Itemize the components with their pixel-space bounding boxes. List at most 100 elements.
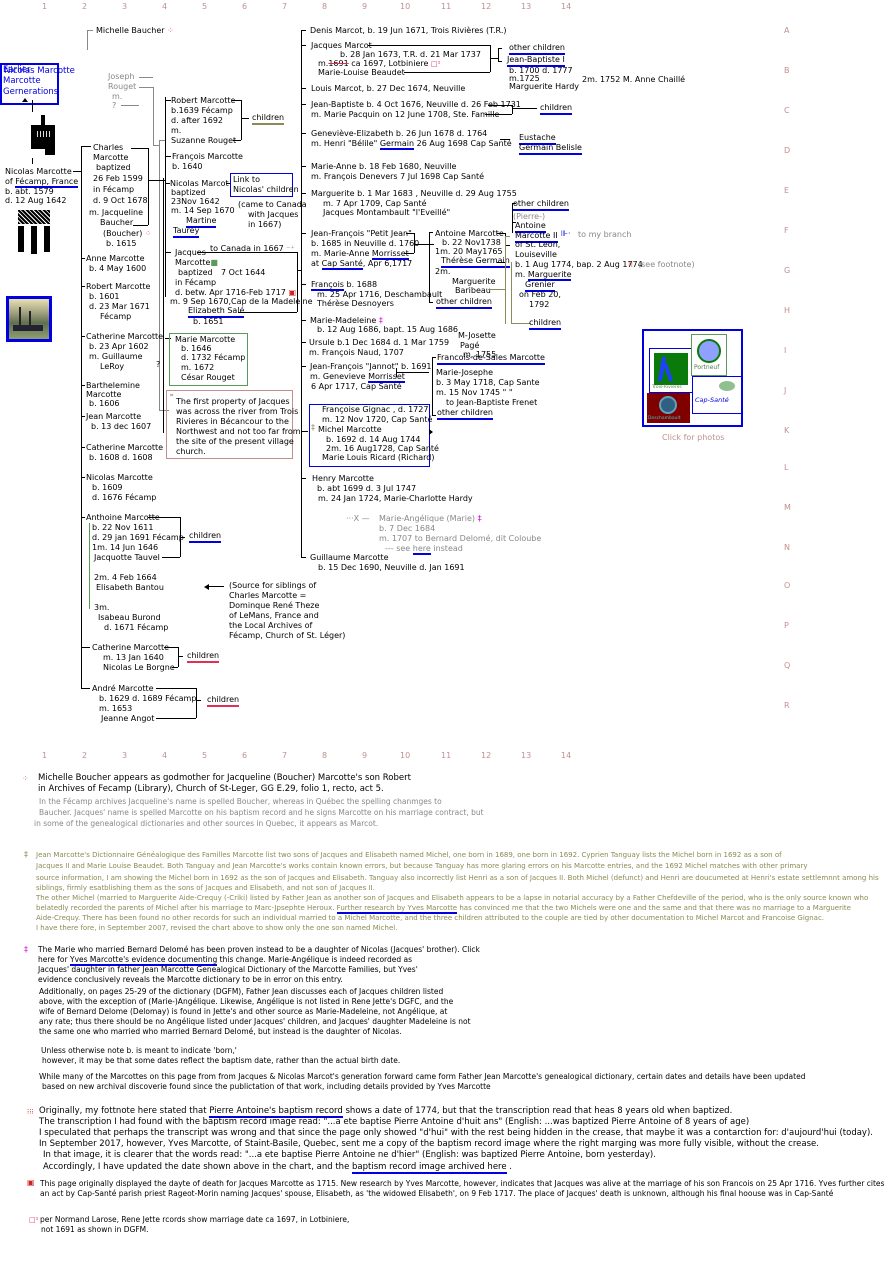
fn-michel-line: Jacques II and Marie Louise Beaudet. Bot… [36, 862, 808, 870]
trois-rivieres-logo[interactable]: Trois-Rivières [649, 348, 694, 393]
morrisset-link-2[interactable]: Morrisset [368, 372, 405, 383]
footnote-marker-icon[interactable]: ⁝⁝ [628, 260, 634, 269]
portneuf-logo[interactable]: Portneuf [691, 334, 727, 376]
person-marguerite: Marguerite b. 1 Mar 1683 , Neuville d. 2… [311, 189, 517, 198]
note-line: church. [176, 447, 206, 456]
pa-children-link[interactable]: children [529, 318, 562, 330]
petit-jean-other-children-link[interactable]: other children [513, 199, 569, 211]
photos-caption[interactable]: Click for photos [662, 433, 725, 442]
arrow-right-icon[interactable]: ⊪· [561, 229, 571, 238]
marriage: m. François Naud, 1707 [309, 348, 404, 357]
nicolas-children-link-box[interactable]: Link to Nicolas' children [230, 173, 299, 197]
connector [233, 140, 241, 141]
taurey-link[interactable]: Taurey [173, 226, 200, 238]
morrisset-link[interactable]: Morrisset [371, 249, 409, 260]
arrow-left-icon [204, 584, 209, 590]
fn-michel-line: belatedly recorded the parents of Michel… [36, 904, 851, 914]
connector [512, 222, 516, 223]
date: 23Nov 1642 [171, 197, 220, 206]
person-anne-birth: b. 4 May 1600 [89, 264, 147, 273]
connector [512, 108, 537, 109]
footnote-marker-icon[interactable]: ■ [210, 258, 218, 267]
connector [301, 166, 306, 167]
footnote-marker-icon[interactable]: ‡ [477, 514, 482, 523]
connector [163, 178, 164, 433]
catherine-children-link[interactable]: children [187, 651, 220, 663]
robert-birth: b. 1601 [89, 292, 120, 301]
row-label: P [784, 621, 789, 630]
robert-death: d. 23 Mar 1671 [89, 302, 150, 311]
footnote-marker-icon[interactable]: ▣ [288, 288, 296, 297]
jannot-other-children-link[interactable]: other children [437, 408, 493, 420]
germain-link[interactable]: Germain [379, 139, 415, 150]
see-footnote-link[interactable]: (see footnote) [638, 260, 695, 269]
footnote-marker-icon[interactable]: ‡ [378, 316, 383, 325]
andre-children-link[interactable]: children [207, 695, 240, 707]
note-line: Northwest and not too far from [176, 427, 301, 436]
baptism-record-link[interactable]: Pierre Antoine's baptism record [209, 1106, 343, 1118]
to-my-branch-link[interactable]: to my branch [578, 230, 632, 239]
marriage: m. 14 Sep 1670 [171, 206, 235, 215]
therese-germain-link[interactable]: Thérèse Germain [441, 256, 510, 268]
nicolas-death: d. 12 Aug 1642 [5, 196, 67, 205]
marcotte-ii-link[interactable]: Marcotte II [515, 231, 558, 243]
cap-sante-link[interactable]: Cap Santé [321, 259, 363, 270]
connector [368, 45, 490, 46]
grenier-link[interactable]: Grenier [525, 280, 555, 292]
jean-baptiste-i-link[interactable]: Jean-Baptiste I [507, 55, 565, 67]
birth: b. 1646 [181, 344, 212, 353]
connector [500, 139, 510, 140]
earlier-generations-line3[interactable]: Gernerations [3, 87, 59, 97]
robert-children-link[interactable]: children [252, 113, 285, 125]
elizabeth-sale-link[interactable]: Elizabeth Salé [188, 306, 245, 318]
baptism-image-archived-link[interactable]: baptism record image archived here [352, 1162, 507, 1174]
row-label: G [784, 266, 791, 275]
connector [139, 77, 153, 78]
yves-evidence-link[interactable]: Yves Marcotte's evidence documenting [69, 955, 218, 966]
connector [32, 158, 33, 164]
footnote-marker-icon[interactable]: ‡ [311, 423, 315, 432]
martine-link[interactable]: Martine [186, 216, 217, 228]
person-antoine: Antoine Marcotte [435, 229, 504, 238]
footnote-marker-icon[interactable]: □¹ [430, 60, 441, 68]
footnote-marker-icon[interactable]: ⁘ [144, 229, 152, 238]
place: in Fécamp [175, 278, 217, 287]
col-label: 12 [481, 2, 492, 11]
ship-photo[interactable] [6, 296, 52, 342]
birth: b. 1606 [89, 399, 120, 408]
connector [297, 252, 298, 312]
mj-birth: b. 3 May 1718, Cap Sante [436, 378, 540, 387]
marguerite-link[interactable]: Marguerite [527, 270, 572, 281]
jean-baptiste-children-link[interactable]: children [540, 103, 573, 115]
row-label: E [784, 186, 790, 195]
further-research-link[interactable]: Further research by Yves Marcotte [336, 904, 458, 914]
francois-link[interactable]: François [311, 280, 344, 291]
connector [301, 342, 306, 343]
fecamp-link[interactable]: Fécamp, France [15, 177, 79, 188]
anthoine-children-link[interactable]: children [189, 531, 222, 543]
earlier-generations-line1[interactable]: Earlier [3, 65, 31, 75]
see-here-link[interactable]: here [412, 544, 431, 555]
surname: Marcotte■ [175, 258, 218, 267]
cap-sante-logo[interactable]: Cap-Santé [692, 376, 742, 414]
marriage: m. 1653 [99, 704, 133, 713]
arrow-right-icon [429, 429, 433, 435]
francois-de-sales-link[interactable]: Francois-de-Sales Marcotte [437, 353, 545, 365]
eustache-link[interactable]: Eustache [519, 133, 556, 145]
connector [208, 586, 224, 587]
col-label: 8 [322, 751, 328, 760]
antoine-other-children-link[interactable]: other children [436, 297, 492, 309]
deschambault-logo[interactable]: Deschambault [647, 393, 690, 423]
connector [301, 320, 306, 321]
link-text: Nicolas' children [233, 185, 299, 194]
jacques-ii-other-children-link[interactable]: other children [509, 43, 565, 55]
marriage: m. Marie-Anne Morrisset [311, 249, 409, 260]
earlier-generations-link[interactable]: Nicolas Marcotte [0, 63, 75, 105]
footnote-marker-icon[interactable]: ⁘ [167, 26, 174, 35]
connector [159, 140, 160, 410]
antoine-link[interactable]: Antoine [515, 221, 546, 233]
connector [81, 146, 91, 147]
earlier-generations-line2[interactable]: Marcotte [3, 76, 41, 86]
photos-link[interactable]: Trois-Rivières Portneuf Cap-Santé Descha… [642, 329, 743, 427]
germain-belisle-link[interactable]: Germain Belisle [519, 143, 582, 155]
